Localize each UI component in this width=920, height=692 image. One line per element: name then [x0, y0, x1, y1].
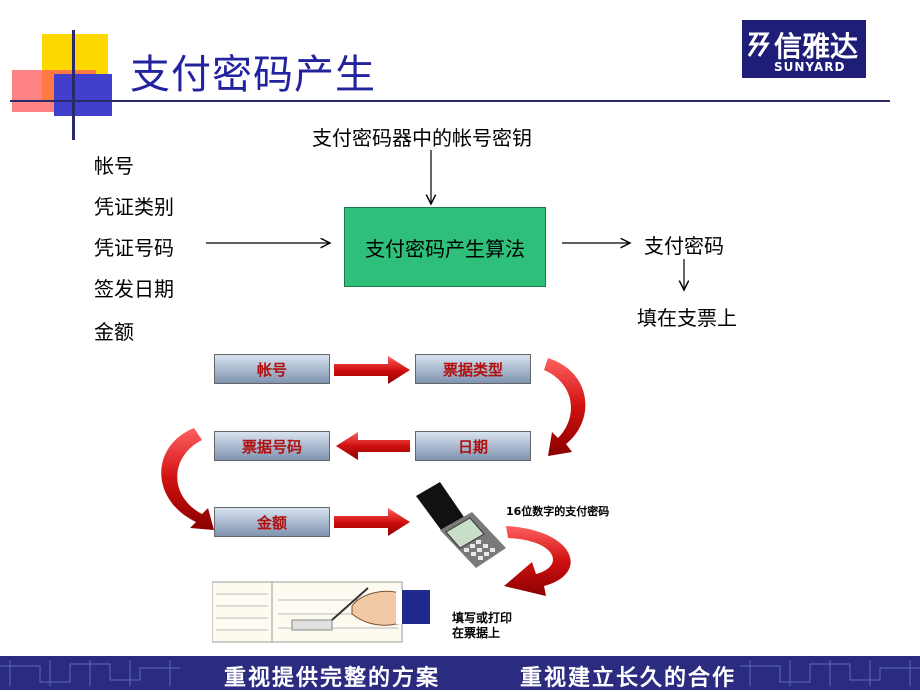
input-voucher-number: 凭证号码 [94, 236, 174, 260]
arrow-right-3 [334, 508, 410, 536]
title-decoration-vline [72, 30, 75, 140]
cheque-image [212, 581, 430, 643]
print-label-line1: 填写或打印 [452, 611, 513, 625]
print-label-line2: 在票据上 [452, 626, 501, 640]
logo-english: SUNYARD [774, 60, 846, 74]
step-bill-type: 票据类型 [415, 354, 531, 384]
arrow-curve-left [161, 428, 214, 530]
footer-slogan-left: 重视提供完整的方案 [224, 666, 441, 691]
arrow-right-1 [334, 356, 410, 384]
device-label: 16位数字的支付密码 [506, 505, 610, 518]
password-device-icon [416, 482, 506, 568]
footer-bar: 重视提供完整的方案 重视建立长久的合作 [0, 656, 920, 691]
sunyard-logo: 信雅达 SUNYARD [742, 20, 866, 78]
input-amount: 金额 [94, 320, 134, 344]
title-underline [10, 100, 890, 102]
arrow-curve-device [504, 526, 571, 596]
step-date: 日期 [415, 431, 531, 461]
footer-pattern [0, 660, 920, 686]
footer-slogan-right: 重视建立长久的合作 [520, 666, 737, 691]
algorithm-box: 支付密码产生算法 [344, 207, 546, 287]
step-bill-number: 票据号码 [214, 431, 330, 461]
input-issue-date: 签发日期 [94, 277, 174, 301]
arrow-left-2 [336, 432, 410, 460]
step-amount: 金额 [214, 507, 330, 537]
logo-chinese: 信雅达 [774, 30, 859, 63]
logo-mark-icon [747, 32, 770, 57]
title-decoration-blue [54, 74, 112, 116]
arrow-curve-right [544, 358, 586, 456]
output-label: 支付密码 [644, 234, 724, 258]
final-label: 填在支票上 [637, 306, 737, 330]
key-source-label: 支付密码器中的帐号密钥 [312, 126, 532, 150]
page-title: 支付密码产生 [130, 52, 376, 98]
step-account: 帐号 [214, 354, 330, 384]
input-voucher-type: 凭证类别 [94, 195, 174, 219]
input-account: 帐号 [94, 154, 134, 178]
algorithm-label: 支付密码产生算法 [365, 236, 525, 261]
